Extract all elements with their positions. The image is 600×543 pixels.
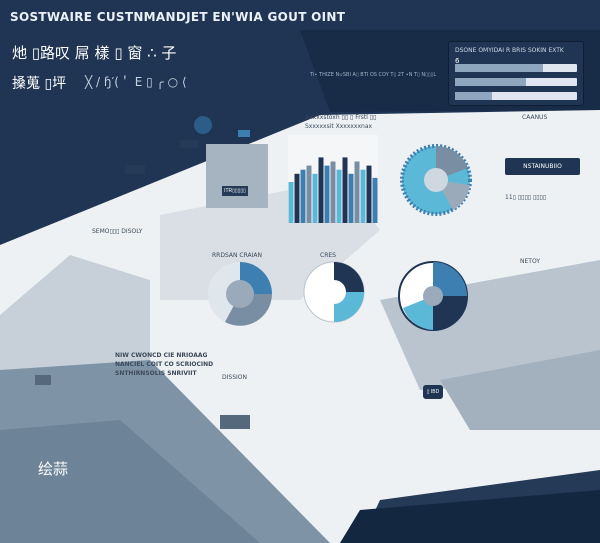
chart-bar xyxy=(372,177,378,223)
chart-caption-2: Sxxxxxsit Xxxxxxxnax xyxy=(305,123,373,130)
chart-bar xyxy=(342,157,348,223)
gear-donut-chart xyxy=(400,144,472,216)
donut-chart-1 xyxy=(208,262,272,326)
donut-chart-2 xyxy=(303,261,365,323)
donut2-label: CRES xyxy=(320,252,336,259)
donut-chart-3 xyxy=(398,261,468,331)
chart-bar xyxy=(336,169,342,223)
chart-bar xyxy=(318,157,324,223)
right-numbers: 11▯ ▯▯▯▯ ▯▯▯▯ xyxy=(505,194,547,201)
stats-bar-3 xyxy=(455,92,577,100)
corner-label: CAANUS xyxy=(522,114,548,121)
chart-bar xyxy=(330,161,336,223)
bottom-text-3: SNTHIRNSOLIS SNRIVIIT xyxy=(115,370,197,377)
stats-bar-1 xyxy=(455,64,577,72)
bottom-text-2: NANCIEL COIT CO SCRIOCIND xyxy=(115,361,214,368)
preview-card[interactable] xyxy=(206,144,268,208)
right-mid-label: NETOY xyxy=(520,258,541,265)
donut1-label: RRDSAN CRAIAN xyxy=(212,252,262,259)
chart-bar xyxy=(324,165,330,223)
chart-bar xyxy=(306,165,312,223)
chart-bar xyxy=(300,169,306,223)
chart-bar xyxy=(294,173,300,223)
stats-panel-index: 6 xyxy=(455,57,460,65)
chart-bar xyxy=(366,165,372,223)
cjk-headline-2: 搡蒐 ▯坪 xyxy=(12,76,67,92)
chart-bar xyxy=(354,161,360,223)
left-block-text: SEMO▯▯▯ DISOLY xyxy=(92,228,143,235)
chart-caption: Xxxxxstoxh ▯▯ ▯ Frstl ▯▯ xyxy=(305,114,377,121)
small-label: DISSION xyxy=(222,374,247,381)
stats-panel: DSONE OMYIDAI R BRIS SOKIN EXTK 6 xyxy=(448,41,584,106)
bottom-text-1: NIW CWONCD CIE NRIOAAG xyxy=(115,352,208,359)
chart-bar xyxy=(348,173,354,223)
chip-button[interactable]: ▯ IBD xyxy=(423,385,443,399)
page-title: SOSTWAIRE CUSTNMANDJET EN'WIA GOUT OINT xyxy=(10,10,346,24)
cjk-scribble: ╳ / ɧ′(＇ E ▯ ╭ ○ ⟨ xyxy=(85,75,187,89)
cjk-headline-1: 灺 ▯路叹 屌 樣 ▯ 窗 ∴ 子 xyxy=(12,44,177,62)
chart-bar xyxy=(360,169,366,223)
chart-bar xyxy=(312,173,318,223)
bottom-cjk: 绘蒜 xyxy=(38,460,69,478)
status-badge[interactable]: NSTAINUBIIO xyxy=(505,158,580,175)
header-subline: Ti∙ THIZE N∪SBI A▯ BTI OS COY T▯ 2T ∙N T… xyxy=(310,72,437,78)
chart-bar xyxy=(288,182,294,223)
stats-panel-title: DSONE OMYIDAI R BRIS SOKIN EXTK xyxy=(455,47,564,54)
stats-bar-2 xyxy=(455,78,577,86)
bar-chart xyxy=(288,135,378,223)
card-button[interactable]: ITR▯▯▯▯▯ xyxy=(222,186,248,196)
